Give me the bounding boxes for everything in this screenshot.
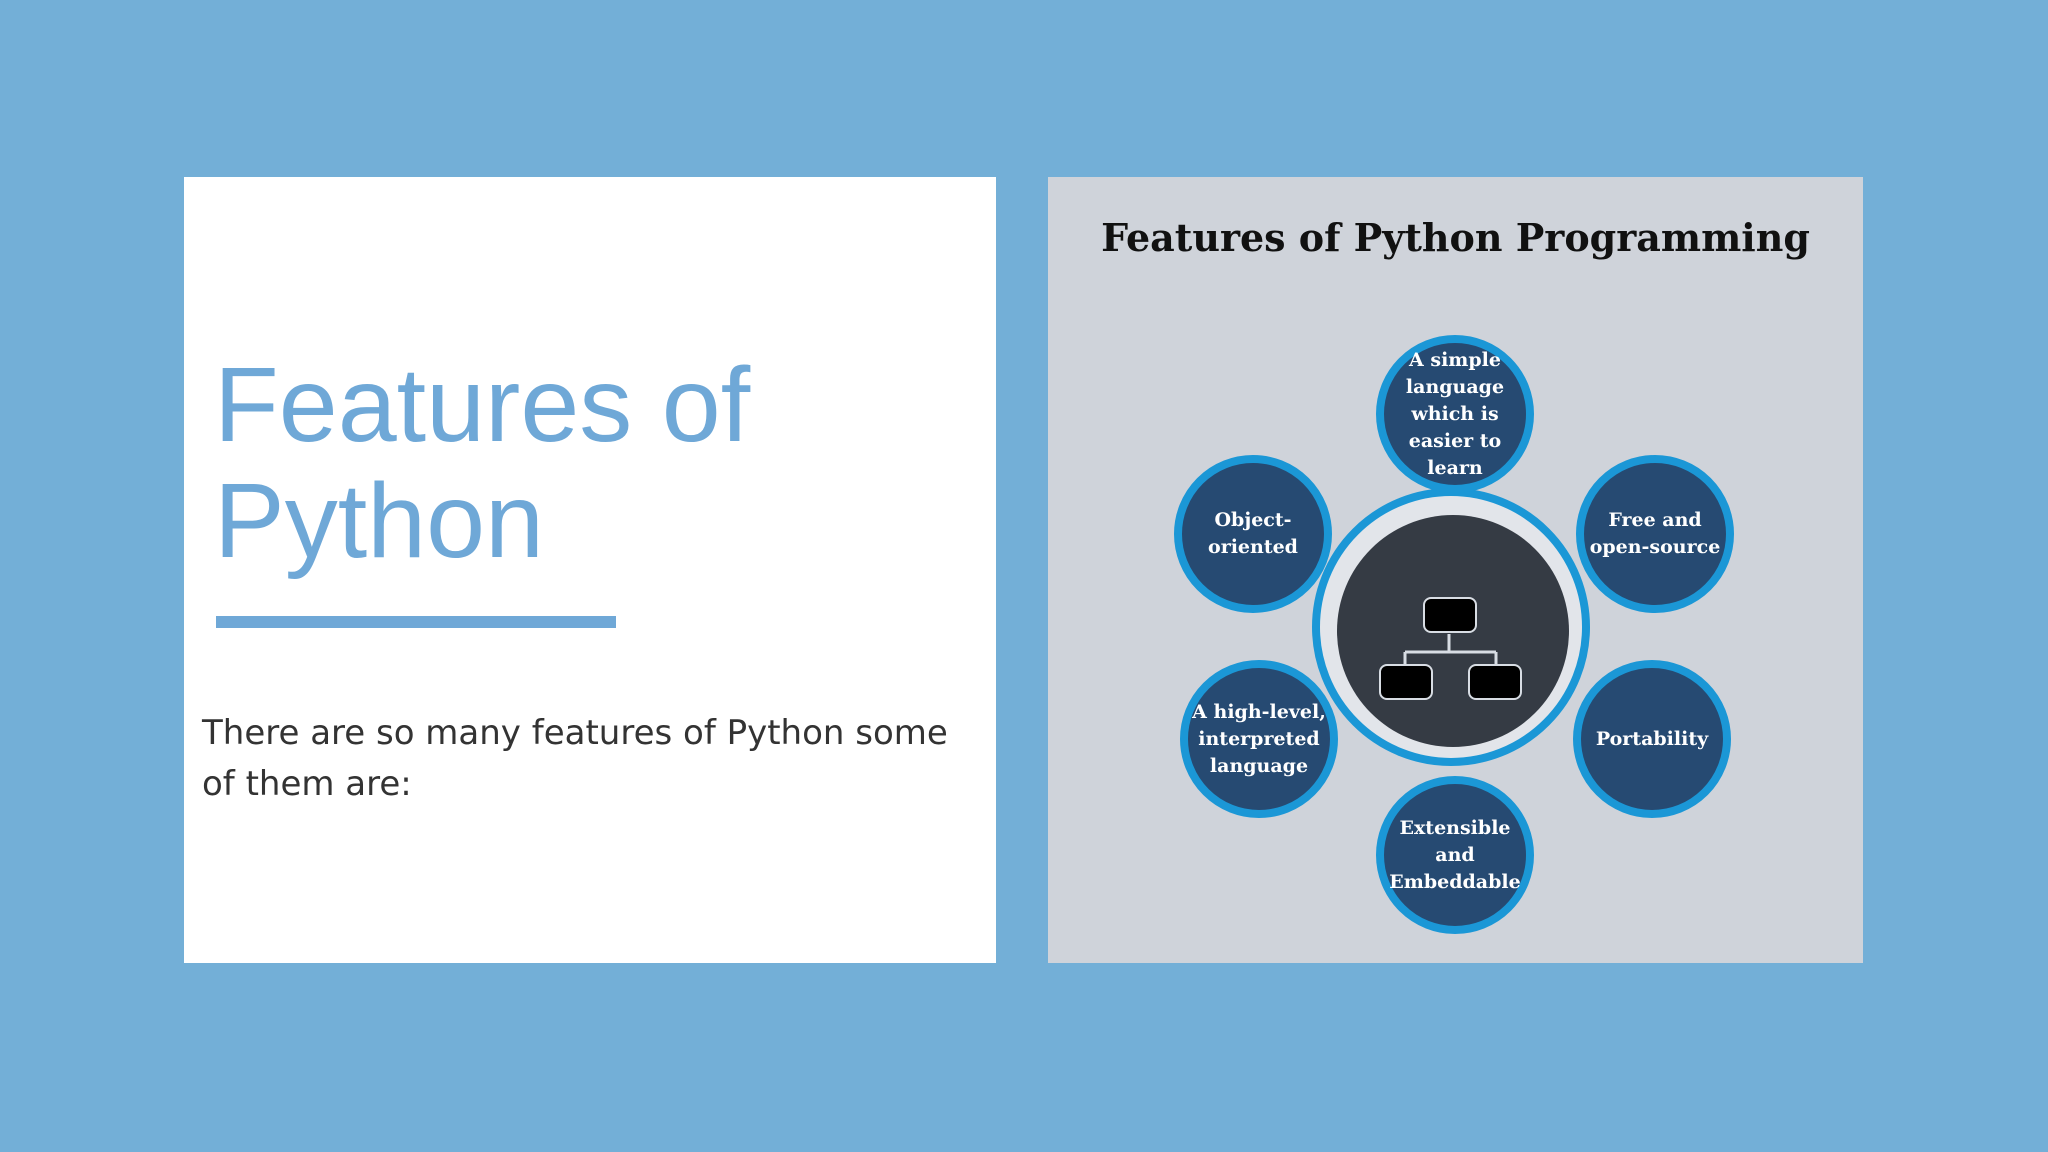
title-underline bbox=[216, 616, 616, 628]
feature-label: A high-level, interpreted language bbox=[1192, 700, 1326, 777]
diagram-panel: Features of Python Programming A simple … bbox=[1048, 177, 1863, 963]
feature-label: Free and open-source bbox=[1589, 509, 1721, 558]
feature-label: Portability bbox=[1595, 727, 1709, 750]
feature-label: A simple language which is easier to lea… bbox=[1405, 348, 1505, 479]
flowchart-icon bbox=[1379, 597, 1522, 700]
feature-node-high-level: A high-level, interpreted language bbox=[1180, 660, 1338, 818]
feature-node-free-open-source: Free and open-source bbox=[1576, 455, 1734, 613]
feature-node-simple-language: A simple language which is easier to lea… bbox=[1376, 335, 1534, 493]
slide-text-panel: Features of Python There are so many fea… bbox=[184, 177, 996, 963]
feature-node-extensible: Extensible and Embeddable bbox=[1376, 776, 1534, 934]
slide-body-text: There are so many features of Python som… bbox=[202, 713, 948, 804]
feature-label: Extensible and Embeddable bbox=[1389, 816, 1521, 893]
feature-node-object-oriented: Object-oriented bbox=[1174, 455, 1332, 613]
slide-title: Features of Python bbox=[214, 346, 751, 580]
diagram-title: Features of Python Programming bbox=[1101, 215, 1810, 260]
feature-label: Object-oriented bbox=[1208, 509, 1298, 558]
feature-node-portability: Portability bbox=[1573, 660, 1731, 818]
